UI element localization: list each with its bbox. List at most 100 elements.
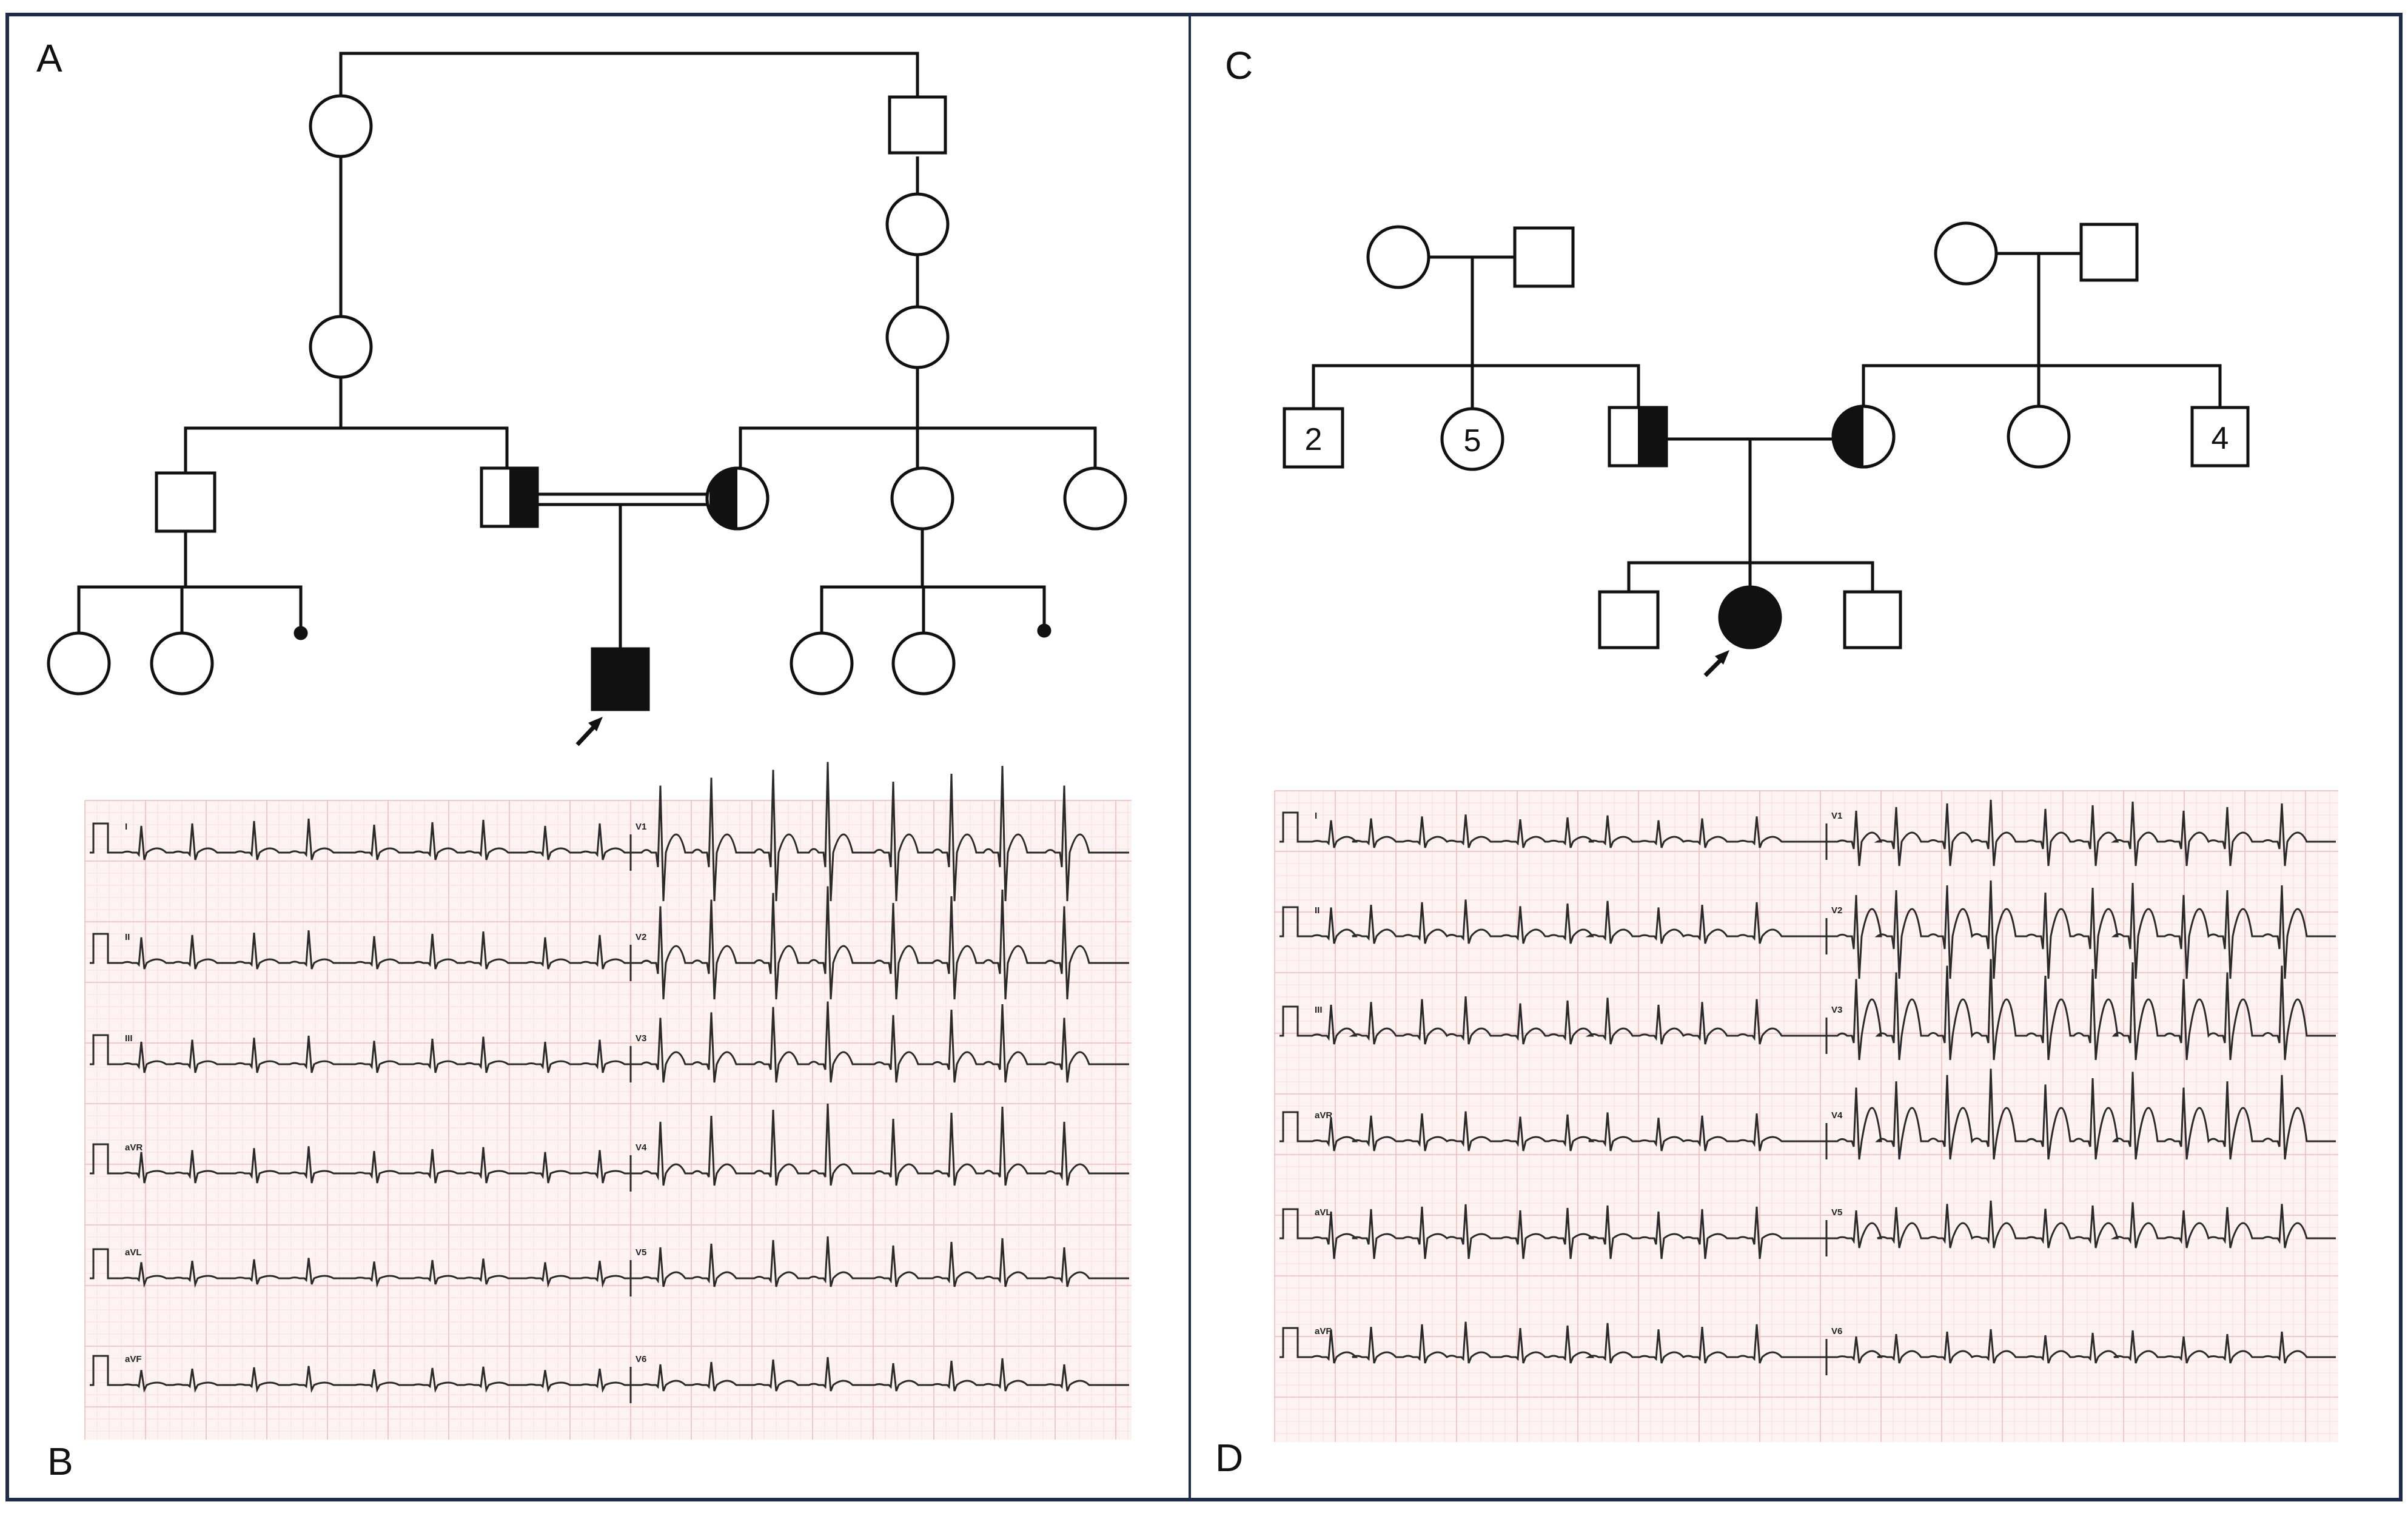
- female-symbol: [309, 315, 373, 379]
- ecg-lead-label: V6: [1831, 1326, 1842, 1337]
- pedigree-a-line: [184, 377, 509, 473]
- male-symbol: [1598, 590, 1660, 649]
- female-sibship-symbol: [1440, 407, 1504, 471]
- ecg-calibration-pulse: [1279, 1208, 1301, 1239]
- pedigree-a-symbols: [47, 94, 1127, 711]
- female-symbol: [1934, 221, 1998, 286]
- ecg-lead-label: III: [1315, 1005, 1323, 1015]
- ecg-lead-label: aVR: [125, 1142, 143, 1153]
- pedigree-c-line: [1312, 364, 1640, 409]
- ecg-calibration-pulse: [1279, 1111, 1301, 1142]
- pedigree-a: [77, 52, 1097, 649]
- ecg-trace: [1301, 1321, 1826, 1364]
- female-symbol: [885, 192, 950, 257]
- ecg-calibration-pulse: [90, 1143, 112, 1175]
- ecg-trace: [1826, 880, 2336, 979]
- ecg-trace: [1826, 1329, 2336, 1364]
- panel-letter-a: A: [36, 36, 62, 80]
- ecg-trace: [112, 1258, 631, 1288]
- female-symbol: [150, 631, 214, 696]
- ecg-b-traces: [90, 762, 1129, 1403]
- ecg-calibration-pulse: [1279, 1327, 1301, 1358]
- ecg-lead-label: I: [125, 822, 127, 832]
- ecg-trace: [1301, 899, 1826, 944]
- ecg-lead-label: V5: [636, 1247, 646, 1258]
- ecg-trace: [1301, 996, 1826, 1045]
- pedigree-c-symbols: [1283, 221, 2250, 649]
- female-symbol: [1366, 225, 1430, 289]
- carrier-male-outline: [480, 466, 539, 528]
- panel-letter-d: D: [1215, 1436, 1243, 1480]
- female-symbol: [1063, 466, 1127, 531]
- male-symbol: [1513, 226, 1575, 288]
- ecg-d-traces: [1279, 799, 2336, 1375]
- ecg-lead-label: V2: [636, 932, 646, 942]
- ecg-calibration-pulse: [1279, 811, 1301, 843]
- carrier-female-outline: [1831, 404, 1896, 469]
- ecg-trace: [1826, 959, 2336, 1061]
- male-symbol: [1843, 590, 1902, 649]
- ecg-trace: [112, 1146, 631, 1184]
- pedigree-c-line: [1627, 561, 1874, 592]
- ecg-b-background: [85, 800, 1132, 1440]
- carrier-male-fill: [509, 468, 537, 526]
- ecg-calibration-pulse: [1279, 1005, 1301, 1037]
- affected-female-proband: [1718, 585, 1782, 649]
- ecg-lead-label: V3: [1831, 1005, 1842, 1015]
- ecg-lead-label: aVR: [1315, 1110, 1332, 1121]
- ecg-trace: [631, 1001, 1129, 1083]
- carrier-male-outline: [1608, 406, 1668, 468]
- outer-frame: [5, 13, 2403, 1501]
- panel-letter-c: C: [1225, 44, 1253, 87]
- ecg-lead-label: II: [125, 932, 130, 942]
- ecg-trace: [1826, 1068, 2336, 1160]
- panel-letter-b: B: [47, 1440, 73, 1483]
- carrier-male-fill: [1638, 408, 1666, 466]
- ecg-trace: [1826, 799, 2336, 867]
- pedigree-a-line: [820, 528, 1046, 633]
- pedigree-c: [1312, 252, 2222, 592]
- carrier-female-fill: [1834, 406, 1863, 467]
- ecg-lead-label: V6: [636, 1354, 646, 1364]
- ecg-calibration-pulse: [1279, 906, 1301, 937]
- ecg-d-background: [1275, 791, 2338, 1442]
- ecg-lead-label: III: [125, 1033, 133, 1044]
- ecg-trace: [631, 1236, 1129, 1287]
- ecg-trace: [1301, 1111, 1826, 1152]
- sibship-count: 2: [1305, 422, 1323, 457]
- ecg-lead-label: aVF: [125, 1354, 142, 1364]
- female-symbol: [790, 631, 854, 696]
- ecg-trace: [112, 930, 631, 970]
- ecg-trace: [112, 1035, 631, 1073]
- male-symbol: [888, 95, 947, 155]
- ecg-calibration-pulse: [90, 1355, 112, 1386]
- ecg-lead-label: II: [1315, 905, 1320, 916]
- affected-male-proband: [591, 647, 650, 711]
- ecg-lead-label: V3: [636, 1033, 646, 1044]
- ecg-trace: [112, 818, 631, 860]
- male-sibship-symbol: [2190, 406, 2250, 468]
- sibship-count: 5: [1464, 423, 1481, 458]
- deceased-infant-dot: [1037, 623, 1051, 638]
- ecg-trace: [1301, 1204, 1826, 1259]
- ecg-trace: [631, 1103, 1129, 1186]
- ecg-trace: [631, 1357, 1129, 1392]
- female-symbol: [891, 631, 956, 696]
- female-symbol: [309, 94, 373, 158]
- ecg-lead-label: aVF: [1315, 1326, 1332, 1337]
- male-symbol: [155, 471, 216, 533]
- ecg-calibration-pulse: [90, 1034, 112, 1065]
- ecg-trace: [631, 886, 1129, 1000]
- ecg-lead-label: aVL: [1315, 1207, 1332, 1218]
- female-symbol: [885, 305, 950, 369]
- ecg-trace: [1826, 1200, 2336, 1249]
- female-symbol: [47, 631, 111, 696]
- ecg-trace: [112, 1366, 631, 1394]
- deceased-infant-dot: [293, 626, 308, 640]
- pedigree-a-line: [77, 531, 303, 633]
- ecg-lead-label: V1: [1831, 811, 1842, 821]
- sibship-count: 4: [2212, 421, 2229, 456]
